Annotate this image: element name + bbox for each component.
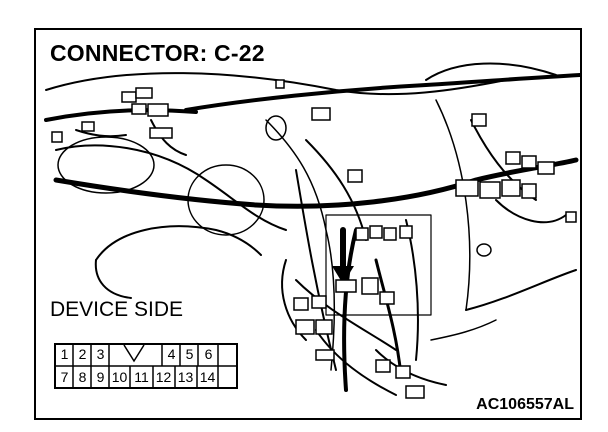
pin-11: 11 bbox=[134, 369, 149, 385]
pin-12: 12 bbox=[155, 369, 172, 385]
pin-4: 4 bbox=[167, 346, 176, 362]
pin-5: 5 bbox=[185, 346, 194, 362]
pin-3: 3 bbox=[96, 346, 105, 362]
figure-code: AC106557AL bbox=[476, 396, 574, 413]
pin-7: 7 bbox=[60, 369, 69, 385]
connector-pinout: 1 2 3 4 5 6 7 8 9 10 11 12 13 14 bbox=[54, 343, 238, 389]
pin-13: 13 bbox=[177, 369, 194, 385]
pin-8: 8 bbox=[78, 369, 87, 385]
pin-9: 9 bbox=[96, 369, 105, 385]
pin-6: 6 bbox=[204, 346, 213, 362]
pin-2: 2 bbox=[78, 346, 87, 362]
pin-1: 1 bbox=[60, 346, 69, 362]
pin-10: 10 bbox=[111, 369, 128, 385]
diagram-frame: CONNECTOR: C-22 DEVICE SIDE 1 bbox=[34, 28, 582, 420]
device-side-label: DEVICE SIDE bbox=[50, 298, 184, 321]
connector-outline bbox=[54, 343, 238, 389]
pin-14: 14 bbox=[199, 369, 216, 385]
connector-title: CONNECTOR: C-22 bbox=[50, 40, 265, 66]
dashboard-wiring-illustration bbox=[44, 62, 580, 399]
